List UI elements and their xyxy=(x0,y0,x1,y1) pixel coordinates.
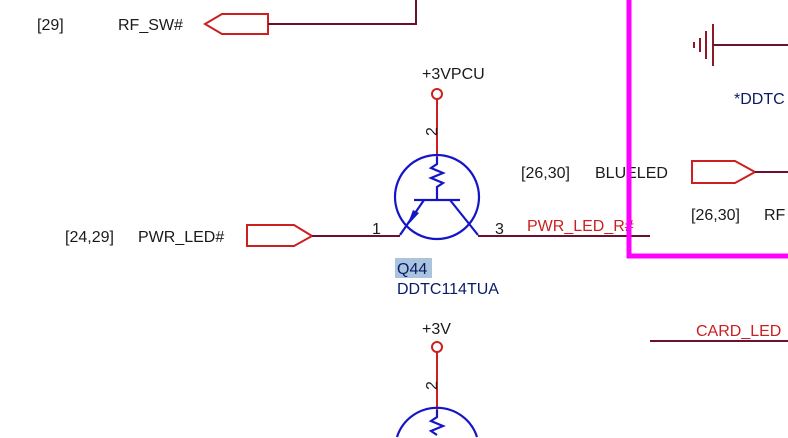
selection-highlight xyxy=(395,258,432,278)
highlight-box xyxy=(626,0,788,259)
q44-part: DDTC114TUA xyxy=(397,281,499,298)
rf-sw-ref: [29] xyxy=(37,17,64,34)
pwr-led-ref: [24,29] xyxy=(65,229,114,246)
pwr-led-label: PWR_LED# xyxy=(138,229,224,246)
q44-pin3-number: 3 xyxy=(495,221,504,238)
q44-ref[interactable]: Q44 xyxy=(397,261,427,278)
rf-sw-label: RF_SW# xyxy=(118,17,183,34)
power-port-3vpcu[interactable] xyxy=(431,88,443,100)
rail-3vpcu-label: +3VPCU xyxy=(422,66,485,83)
power-port-3v[interactable] xyxy=(431,341,443,353)
right-part-label: *DDTC xyxy=(734,91,785,108)
rf-sw-wire xyxy=(268,0,417,25)
pwr-led-port[interactable] xyxy=(246,224,314,247)
q44-pin1-number: 1 xyxy=(372,221,381,238)
rail-3v-label: +3V xyxy=(422,321,451,338)
bottom-transistor-symbol[interactable] xyxy=(395,406,479,438)
rf2-ref: [26,30] xyxy=(691,207,740,224)
ground-icon xyxy=(693,24,714,66)
rf-sw-port[interactable] xyxy=(203,13,269,35)
card-led-label: CARD_LED xyxy=(696,323,781,340)
q44-pin2-number: 2 xyxy=(424,127,441,136)
blueled-ref: [26,30] xyxy=(521,165,570,182)
pwr-led-r-label: PWR_LED_R# xyxy=(527,218,634,235)
blueled-port[interactable] xyxy=(691,160,758,184)
q44-transistor-symbol[interactable] xyxy=(393,153,481,241)
rf2-label: RF xyxy=(764,207,786,224)
q-bottom-pin2-number: 2 xyxy=(424,381,441,390)
